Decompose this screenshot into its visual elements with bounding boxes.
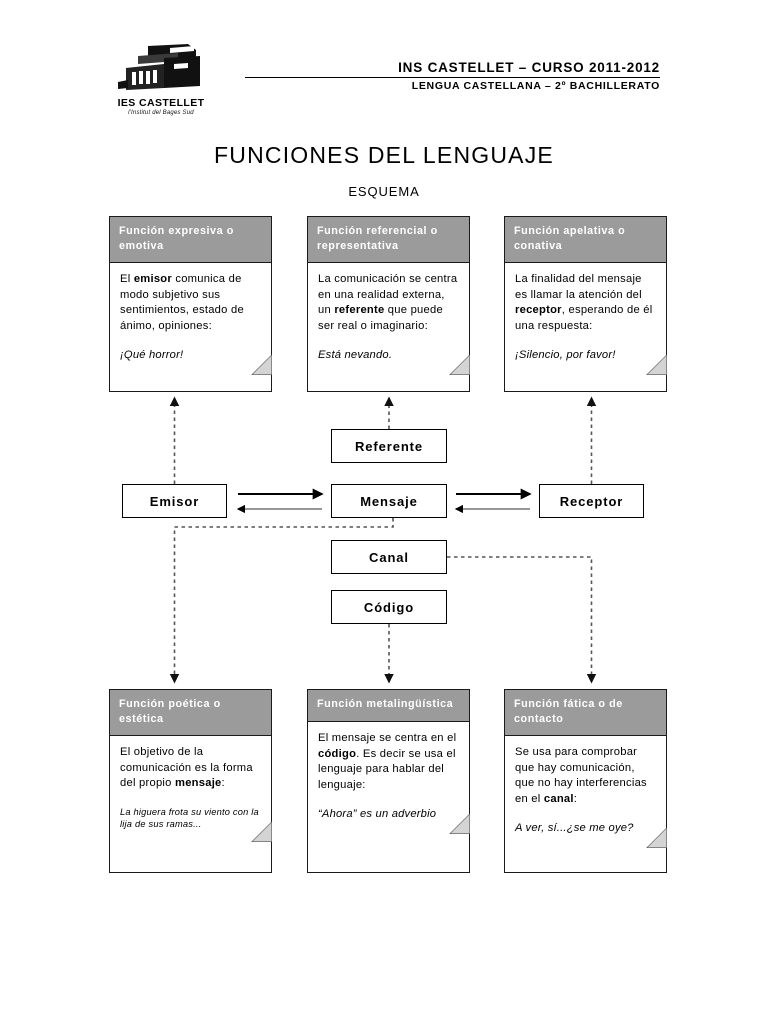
card-header-expresiva: Función expresiva o emotiva (110, 217, 271, 263)
card-text-pre-fatica: Se usa para comprobar que hay comunicaci… (515, 746, 647, 805)
card-text-post-apelativa: , esperando de él una respuesta: (515, 304, 653, 332)
card-text-pre-referencial: La comunicación se centra en una realida… (318, 273, 458, 316)
document-header: IES CASTELLET l'Institut del Bages Sud I… (0, 0, 768, 130)
card-header-apelativa: Función apelativa o conativa (505, 217, 666, 263)
card-text-post-poetica: : (221, 777, 225, 789)
card-text-pre-apelativa: La finalidad del mensaje es llamar la at… (515, 273, 642, 301)
card-text-pre-metalinguistica: El mensaje se centra en el (318, 732, 457, 744)
header-subject-level: LENGUA CASTELLANA – 2º BACHILLERATO (411, 80, 660, 92)
logo-name-text: IES CASTELLET (117, 97, 205, 109)
card-text-post-metalinguistica: . Es decir se usa el lenguaje para habla… (318, 747, 456, 791)
header-course-block: INS CASTELLET – CURSO 2011-2012 LENGUA C… (245, 60, 660, 92)
page-title: FUNCIONES DEL LENGUAJE (214, 142, 554, 168)
card-funcion-expresiva: Función expresiva o emotiva El emisor co… (109, 216, 272, 392)
card-funcion-poetica: Función poética o estética El objetivo d… (109, 689, 272, 873)
card-example-metalinguistica: “Ahora” es un adverbio (318, 808, 437, 820)
card-text-bold-referencial: referente (334, 304, 385, 316)
card-text-bold-expresiva: emisor (133, 273, 172, 285)
card-text-post-expresiva: comunica de modo subjetivo sus sentimien… (120, 273, 244, 332)
card-example-fatica: A ver, sí...¿se me oye? (515, 822, 634, 834)
card-funcion-referencial: Función referencial o representativa La … (307, 216, 470, 392)
card-header-metalinguistica: Función metalingüística (308, 690, 469, 722)
box-emisor: Emisor (122, 484, 227, 518)
card-body-referencial: La comunicación se centra en una realida… (308, 263, 470, 375)
card-text-bold-poetica: mensaje (175, 777, 222, 789)
card-body-expresiva: El emisor comunica de modo subjetivo sus… (110, 263, 272, 375)
card-example-poetica: La higuera frota su viento con la lija d… (120, 806, 259, 830)
card-text-bold-fatica: canal (543, 792, 574, 805)
card-body-fatica: Se usa para comprobar que hay comunicaci… (505, 736, 667, 848)
box-codigo: Código (331, 590, 447, 624)
card-example-apelativa: ¡Silencio, por favor! (515, 349, 616, 361)
school-building-icon (118, 44, 200, 90)
box-receptor: Receptor (539, 484, 644, 518)
box-canal: Canal (331, 540, 447, 574)
card-header-poetica: Función poética o estética (110, 690, 271, 736)
card-funcion-apelativa: Función apelativa o conativa La finalida… (504, 216, 667, 392)
card-funcion-metalinguistica: Función metalingüística El mensaje se ce… (307, 689, 470, 873)
header-school-course: INS CASTELLET – CURSO 2011-2012 (398, 60, 660, 75)
card-text-post-fatica: : (573, 792, 578, 805)
card-text-pre-poetica: El objetivo de la comunicación es la for… (120, 746, 253, 789)
header-divider (245, 77, 660, 78)
card-header-referencial: Función referencial o representativa (308, 217, 469, 263)
card-example-expresiva: ¡Qué horror! (120, 349, 184, 361)
edge-canal-to-fatica (447, 556, 597, 684)
card-header-fatica: Función fática o de contacto (505, 690, 666, 736)
card-body-poetica: El objetivo de la comunicación es la for… (110, 736, 272, 842)
card-text-bold-metalinguistica: código (318, 747, 357, 760)
logo-subtitle-text: l'Institut del Bages Sud (128, 110, 194, 116)
card-funcion-fatica: Función fática o de contacto Se usa para… (504, 689, 667, 873)
card-text-bold-apelativa: receptor (515, 304, 562, 316)
card-example-referencial: Está nevando. (318, 349, 393, 361)
card-body-metalinguistica: El mensaje se centra en el código. Es de… (308, 722, 470, 834)
card-text-pre-expresiva: El (120, 273, 134, 285)
box-referente: Referente (331, 429, 447, 463)
box-mensaje: Mensaje (331, 484, 447, 518)
card-body-apelativa: La finalidad del mensaje es llamar la at… (505, 263, 667, 375)
page-subtitle: ESQUEMA (348, 184, 420, 199)
card-text-post-referencial: que puede ser real o imaginario: (318, 304, 443, 332)
school-logo: IES CASTELLET l'Institut del Bages Sud (100, 42, 222, 116)
